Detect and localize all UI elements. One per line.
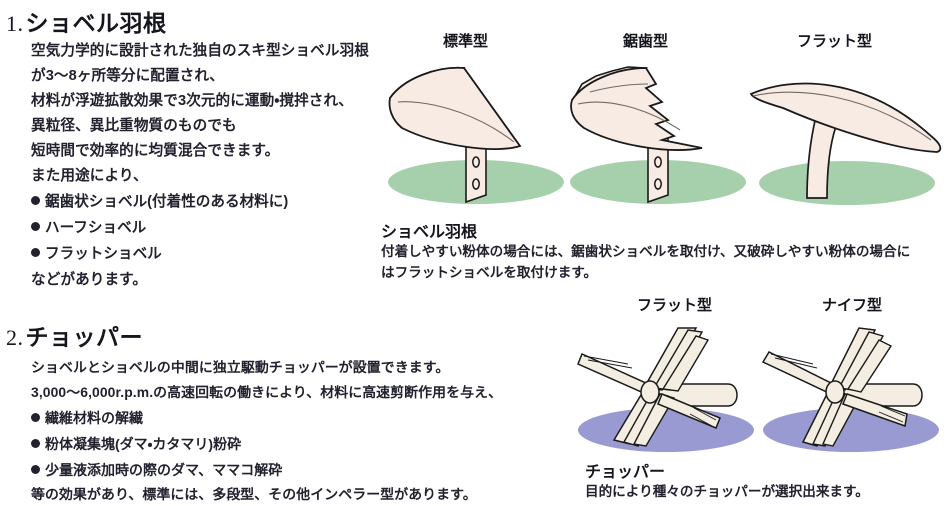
stem-hole-upper [654, 156, 662, 168]
section-2-heading: 2.チョッパー [6, 318, 143, 352]
stem-hole-upper [472, 156, 480, 168]
section-1-paragraph-line-2: が3〜8ヶ所等分に配置され、 [31, 68, 224, 84]
section-2-bullet-2: 粉体凝集塊(ダマ・カタマリ)粉砕 [31, 434, 241, 454]
chopper-blade-right-ribs [878, 405, 906, 423]
section-1-paragraph-line-4: 異粒径、異比重物質のものでも [31, 118, 237, 134]
bullet-dot-icon [31, 413, 40, 422]
section-1-paragraph-line-6: また用途により、 [31, 168, 148, 184]
section-1-paragraph-line-1: 空気力学的に設計された独自のスキ型ショベル羽根 [31, 43, 369, 59]
shovel-label-flat: フラット型 [797, 33, 873, 50]
chopper-blade-upper-3 [661, 335, 710, 392]
blade-edge-line [463, 67, 521, 147]
shovel-caption-line-2: はフラットショベルを取付けます。 [381, 265, 598, 280]
chopper-blade-left-1 [761, 351, 834, 396]
section-2-paragraph-line-2: 3,000〜6,000r.p.m.の高速回転の働きにより、材料に高速剪断作用を与… [31, 384, 503, 400]
section-2-bullet-3-label: 少量液添加時の際のダマ、ママコ解砕 [45, 462, 283, 478]
stem-hole-lower [654, 178, 662, 190]
illustration-chopper-flat [570, 318, 770, 458]
shovel-label-sawtooth: 鋸歯型 [623, 33, 669, 50]
bullet-dot-icon [31, 248, 40, 257]
shadow-ellipse-blue [763, 408, 939, 452]
section-1-bullet-3-label: フラットショベル [45, 246, 162, 262]
section-2-bullet-2-label: 粉体凝集塊(ダマ・カタマリ)粉砕 [45, 436, 242, 452]
chopper-label-flat: フラット型 [637, 297, 713, 314]
chopper-blade-right-1 [842, 393, 908, 428]
section-1-paragraph-line-3: 材料が浮遊拡散効果で3次元的に運動・撹拌され、 [31, 93, 353, 109]
illustration-shovel-sawtooth [560, 50, 760, 210]
section-1-paragraph-line-5: 短時間で効率的に均質混合できます。 [31, 143, 280, 159]
bullet-dot-icon [31, 465, 40, 474]
illustration-shovel-flat [745, 50, 950, 210]
illustration-chopper-knife [755, 318, 950, 458]
chopper-label-knife: ナイフ型 [822, 297, 883, 314]
section-1-title: ショベル羽根 [25, 10, 167, 36]
section-1-closing-line: などがあります。 [31, 272, 148, 288]
section-1-bullet-1-label: 鋸歯状ショベル(付着性のある材料に) [45, 194, 289, 210]
section-2-closing-line: 等の効果があり、標準には、多段型、その他インペラー型があります。 [31, 486, 477, 502]
blade-inner-contour-2 [589, 83, 649, 93]
section-2-number: 2. [6, 325, 24, 350]
bullet-dot-icon [31, 439, 40, 448]
section-1-number: 1. [6, 11, 24, 36]
shadow-ellipse-blue [578, 408, 754, 452]
section-2-title: チョッパー [25, 324, 143, 350]
section-1-bullet-2-label: ハーフショベル [45, 220, 147, 236]
shovel-blade-flat [749, 82, 942, 153]
section-2-bullet-1: 繊維材料の解繊 [31, 408, 143, 428]
shovel-label-standard: 標準型 [443, 33, 489, 50]
section-2-bullet-3: 少量液添加時の際のダマ、ママコ解砕 [31, 460, 282, 480]
section-1-bullet-2: ハーフショベル [31, 216, 146, 237]
chopper-blade-upper-3 [846, 339, 893, 393]
section-1-bullet-1: 鋸歯状ショベル(付着性のある材料に) [31, 190, 288, 211]
shovel-blade-standard [388, 66, 522, 150]
chopper-blade-left-ribs [770, 353, 818, 369]
section-2-paragraph-line-1: ショベルとショベルの中間に独立駆動チョッパーが設置できます。 [31, 359, 450, 375]
blade-inner-contour [397, 101, 515, 143]
chopper-blade-right-ribs [689, 407, 717, 427]
section-1-heading: 1.ショベル羽根 [6, 4, 167, 38]
shadow-ellipse-green [759, 161, 935, 205]
chopper-hub [825, 380, 845, 404]
bullet-dot-icon [31, 196, 40, 205]
chopper-blade-left-ribs [583, 355, 633, 369]
chopper-caption-title: チョッパー [585, 464, 666, 481]
section-2-bullet-1-label: 繊維材料の解繊 [45, 410, 143, 426]
blade-inner-contour [752, 91, 932, 141]
blade-inner-contour [577, 101, 681, 131]
shovel-stem-flat [806, 111, 843, 199]
chopper-caption-line-1: 目的により種々のチョッパーが選択出来ます。 [585, 484, 869, 499]
stem-hole-lower [472, 178, 480, 190]
shovel-caption-line-1: 付着しやすい粉体の場合には、鋸歯状ショベルを取付け、又破砕しやすい粉体の場合に [381, 244, 911, 259]
shovel-caption-title: ショベル羽根 [381, 224, 478, 241]
chopper-hub [640, 380, 660, 404]
chopper-blade-right-1 [657, 393, 721, 429]
section-1-bullet-3: フラットショベル [31, 242, 162, 263]
illustration-shovel-standard [378, 50, 578, 210]
bullet-dot-icon [31, 222, 40, 231]
